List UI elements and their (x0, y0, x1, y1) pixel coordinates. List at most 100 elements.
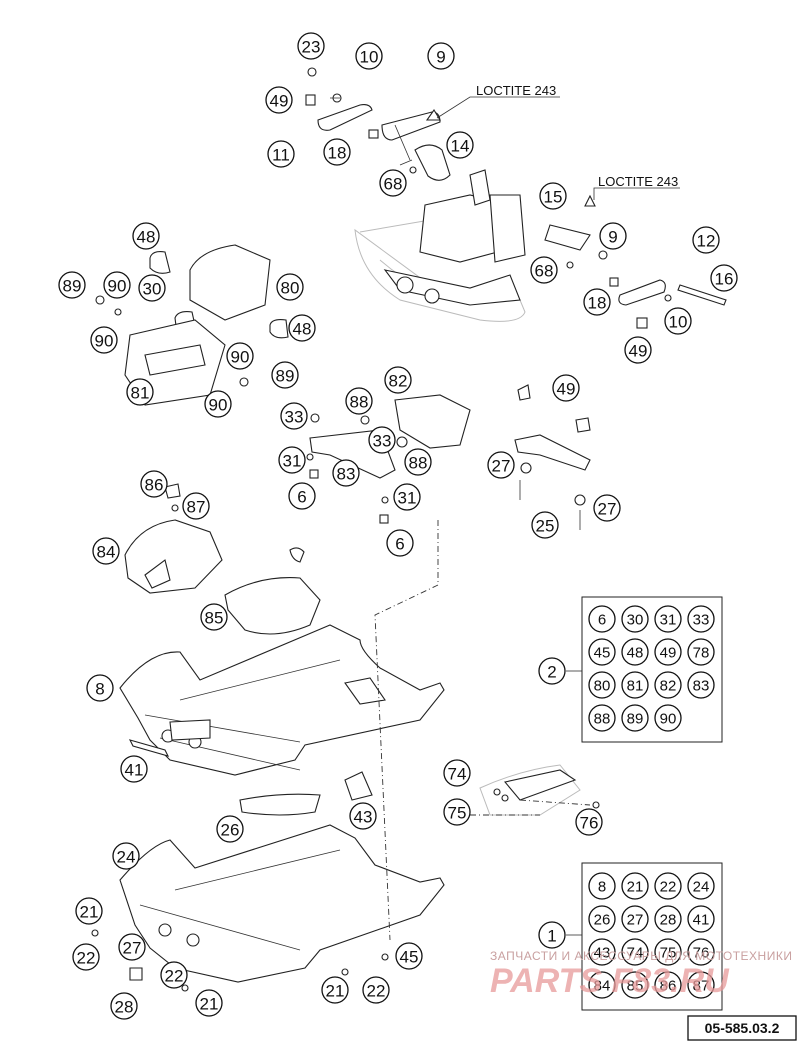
kit-item-6: 6 (588, 605, 616, 633)
watermark-logo: PARTS F83.RU (490, 962, 730, 1000)
callout-68-circle (379, 169, 407, 197)
kit-item-48: 48 (621, 638, 649, 666)
callout-15: 15 (539, 182, 567, 210)
kit-item-45-circle (588, 638, 616, 666)
callout-16-label: 16 (715, 270, 734, 289)
callout-22: 22 (362, 976, 390, 1004)
callout-27: 27 (593, 494, 621, 522)
callout-90: 90 (90, 326, 118, 354)
kit-item-48-label: 48 (627, 645, 644, 662)
callout-90-circle (90, 326, 118, 354)
callout-22: 22 (72, 943, 100, 971)
kit-item-26-label: 26 (594, 912, 611, 929)
callout-33-label: 33 (373, 432, 392, 451)
callout-85-circle (200, 603, 228, 631)
diagram-code: 05-585.03.2 (705, 1020, 780, 1036)
callout-83: 83 (332, 459, 360, 487)
kit-item-90: 90 (654, 704, 682, 732)
kit-item-31-label: 31 (660, 612, 677, 629)
callout-48: 48 (132, 222, 160, 250)
kit-item-89: 89 (621, 704, 649, 732)
callout-48-circle (132, 222, 160, 250)
skid-plate-housing (124, 483, 321, 635)
kit-item-75-circle (654, 938, 682, 966)
kit-2-label: 2 (538, 657, 566, 685)
callout-23-label: 23 (302, 38, 321, 57)
callout-74-label: 74 (448, 765, 467, 784)
kit-item-84-circle (588, 971, 616, 999)
callout-10: 10 (355, 42, 383, 70)
callout-6-circle (288, 482, 316, 510)
kit-item-88: 88 (588, 704, 616, 732)
kit-item-85-circle (621, 971, 649, 999)
callout-9: 9 (427, 42, 455, 70)
callout-87-label: 87 (187, 498, 206, 517)
kit-item-28-label: 28 (660, 912, 677, 929)
diagram-code-box (687, 1015, 797, 1041)
loctite-note-upper: LOCTITE 243 (476, 83, 556, 98)
callout-25-circle (531, 511, 559, 539)
callout-18: 18 (583, 288, 611, 316)
callout-16-circle (710, 264, 738, 292)
callout-22-circle (72, 943, 100, 971)
callout-82-circle (384, 366, 412, 394)
kit-item-78-label: 78 (693, 645, 710, 662)
callout-30-label: 30 (143, 280, 162, 299)
kit-item-84: 84 (588, 971, 616, 999)
callout-45: 45 (395, 942, 423, 970)
callout-43-circle (349, 802, 377, 830)
callout-24-label: 24 (117, 848, 136, 867)
callout-12: 12 (692, 226, 720, 254)
callout-14: 14 (446, 131, 474, 159)
kit-item-33-circle (687, 605, 715, 633)
callout-33-circle (280, 402, 308, 430)
callout-25: 25 (531, 511, 559, 539)
callout-22-label: 22 (165, 967, 184, 986)
kit-2-label-label: 2 (547, 663, 556, 682)
callout-90-label: 90 (95, 332, 114, 351)
callout-48-circle (288, 314, 316, 342)
callout-68: 68 (379, 169, 407, 197)
kit-item-85-label: 85 (627, 978, 644, 995)
kit-item-45: 45 (588, 638, 616, 666)
callout-45-label: 45 (400, 948, 419, 967)
kit-item-76-circle (687, 938, 715, 966)
callout-21: 21 (75, 897, 103, 925)
kit-item-8: 8 (588, 872, 616, 900)
callout-8-label: 8 (95, 680, 104, 699)
callout-31: 31 (393, 483, 421, 511)
kit-item-81-circle (621, 671, 649, 699)
kit-item-22-label: 22 (660, 879, 677, 896)
callout-27-label: 27 (492, 457, 511, 476)
callout-76-label: 76 (580, 814, 599, 833)
kit-1-label-circle (538, 921, 566, 949)
kit-item-81-label: 81 (627, 678, 644, 695)
callout-18-circle (323, 138, 351, 166)
kit-item-80-label: 80 (594, 678, 611, 695)
kit-item-49-label: 49 (660, 645, 677, 662)
callout-21-label: 21 (80, 903, 99, 922)
callout-21-label: 21 (200, 995, 219, 1014)
kit-2-label-circle (538, 657, 566, 685)
callout-84: 84 (92, 537, 120, 565)
kit-item-8-circle (588, 872, 616, 900)
callout-90: 90 (204, 390, 232, 418)
callout-27-label: 27 (598, 500, 617, 519)
callout-43-label: 43 (354, 808, 373, 827)
callout-68-label: 68 (535, 262, 554, 281)
callout-85: 85 (200, 603, 228, 631)
callout-49-label: 49 (270, 92, 289, 111)
callout-90-label: 90 (231, 348, 250, 367)
kit-item-21-circle (621, 872, 649, 900)
callout-88: 88 (345, 387, 373, 415)
kit-item-41-circle (687, 905, 715, 933)
callout-86-label: 86 (145, 476, 164, 495)
callout-31-label: 31 (398, 489, 417, 508)
callout-23-circle (297, 32, 325, 60)
callout-6: 6 (386, 529, 414, 557)
callout-18-circle (583, 288, 611, 316)
kit-item-49-circle (654, 638, 682, 666)
callout-86-circle (140, 470, 168, 498)
